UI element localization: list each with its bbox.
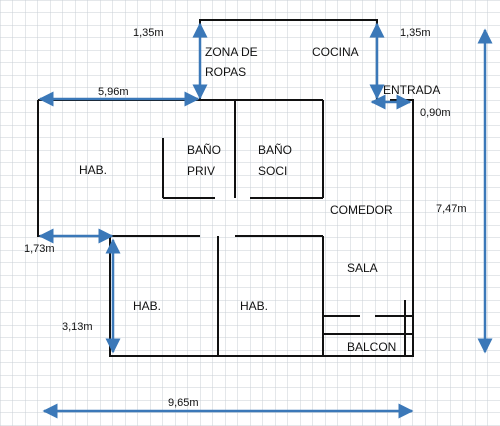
sala-label: SALA xyxy=(347,261,378,275)
step-width-label: 1,73m xyxy=(24,243,55,255)
top-wall-label: 5,96m xyxy=(98,86,129,98)
hab-top-left-label: HAB. xyxy=(79,163,107,177)
balcon-label: BALCON xyxy=(347,340,396,354)
hab-bottom-left-label: HAB. xyxy=(133,299,161,313)
cocina-label: COCINA xyxy=(312,45,359,59)
bano-soci-label-2: SOCI xyxy=(258,164,287,178)
cocina-width-label: 1,35m xyxy=(400,27,431,39)
zona-de-ropas-label-2: ROPAS xyxy=(205,65,246,79)
bano-soci-label-1: BAÑO xyxy=(258,143,292,157)
entrada-width-label: 0,90m xyxy=(420,107,451,119)
right-height-label: 7,47m xyxy=(436,203,467,215)
hab-bottom-mid-label: HAB. xyxy=(240,299,268,313)
bano-priv-label-2: PRIV xyxy=(187,164,215,178)
lower-height-label: 3,13m xyxy=(62,321,93,333)
zona-de-ropas-label-1: ZONA DE xyxy=(205,45,258,59)
comedor-label: COMEDOR xyxy=(330,203,393,217)
zona-width-label: 1,35m xyxy=(133,27,164,39)
bano-priv-label-1: BAÑO xyxy=(187,143,221,157)
entrada-label: ENTRADA xyxy=(383,83,440,97)
total-width-label: 9,65m xyxy=(168,397,199,409)
dimension-arrows xyxy=(38,22,493,419)
